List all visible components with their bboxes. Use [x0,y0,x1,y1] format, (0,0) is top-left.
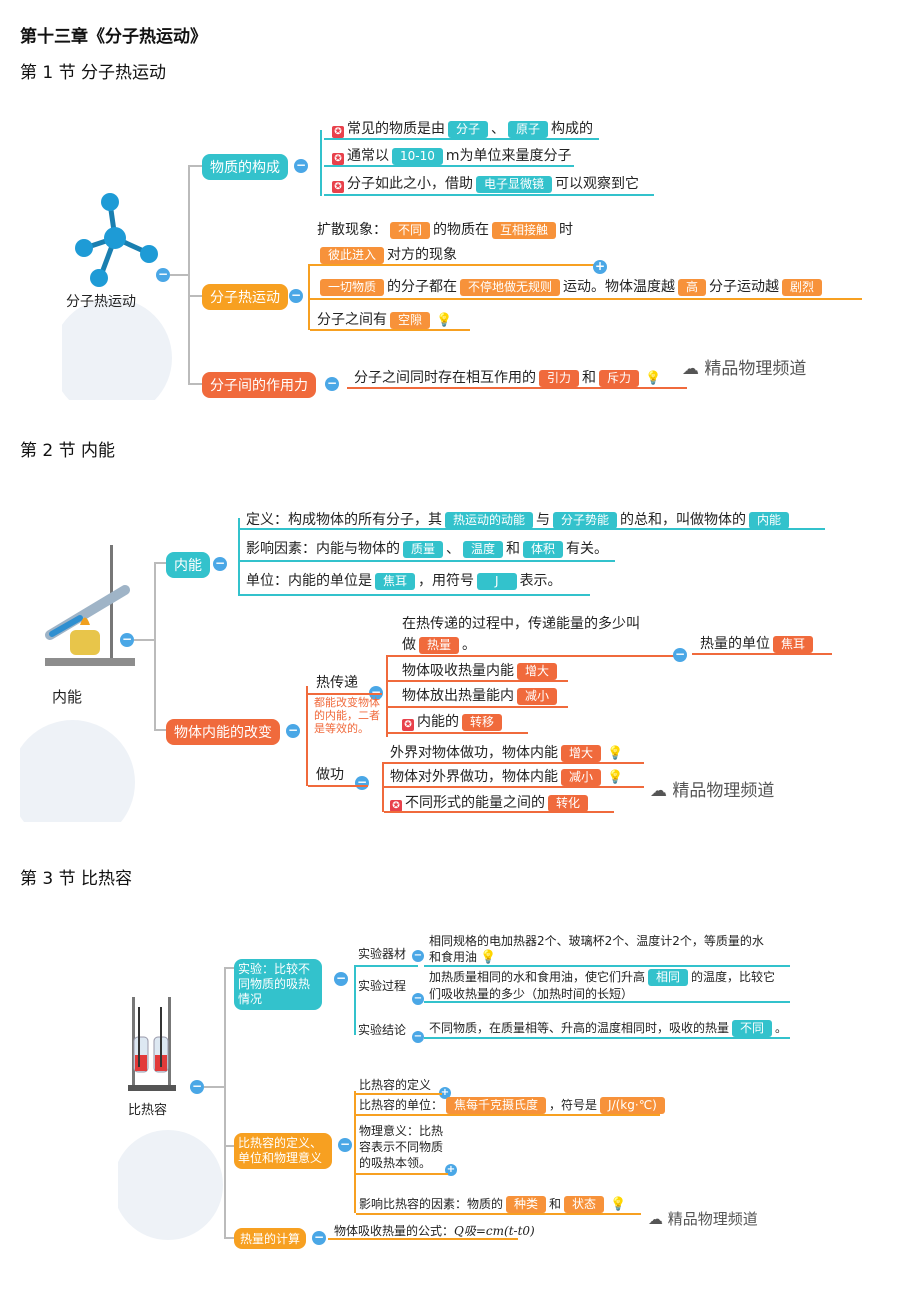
expand-icon[interactable]: + [593,259,607,274]
collapse-icon[interactable]: − [294,158,308,173]
line: 不同物质，在质量相等、升高的温度相同时，吸收的热量不同。 [429,1020,788,1037]
collapse-icon[interactable]: − [412,1031,424,1043]
line: 一切物质的分子都在不停地做无规则运动。物体温度越高分子运动越剧烈 [317,276,825,296]
section-3-heading: 第 3 节 比热容 [20,869,133,889]
wechat-icon: ☁ [682,359,705,379]
chapter-title: 第十三章《分子热运动》 [20,27,207,47]
watermark: ☁ 精品物理频道 [648,1210,758,1228]
collapse-icon[interactable]: − [120,632,134,647]
line: 和食用油💡 [429,950,497,965]
line: 物理意义：比热 [359,1124,444,1138]
bulb-icon: 💡 [607,746,624,761]
collapse-icon[interactable]: − [190,1079,204,1094]
node-experiment[interactable]: 实验：比较不同物质的吸热情况 [234,959,322,1010]
collapse-icon[interactable]: − [412,993,424,1005]
collapse-icon[interactable]: − [325,376,339,391]
line: 加热质量相同的水和食用油，使它们升高相同的温度，比较它 [429,969,776,986]
root-label: 分子热运动 [66,294,136,310]
line: 影响比热容的因素：物质的种类和状态💡 [359,1196,627,1213]
line: 容表示不同物质 [359,1140,444,1154]
line: ✪内能的转移 [402,711,505,731]
sub-work: 做功 [316,767,344,783]
molecule-icon [75,193,158,287]
line: 分子之间有空隙💡 [317,312,453,329]
collapse-icon[interactable]: − [286,723,300,738]
bulb-icon: 💡 [645,371,662,386]
root-label: 内能 [52,688,83,706]
formula: 物体吸收热量的公式：Q吸=cm(t-t0) [334,1224,535,1238]
root-label: 比热容 [128,1103,168,1118]
exp-item-name: 实验结论 [358,1023,407,1037]
line: 定义：构成物体的所有分子，其热运动的动能与分子势能的总和，叫做物体的内能 [246,509,792,529]
line: 物体放出热量能内减小 [402,685,560,705]
line: 比热容的定义 [359,1078,432,1092]
node-definition[interactable]: 比热容的定义、单位和物理意义 [234,1133,332,1169]
node-internal-energy[interactable]: 内能 [166,552,210,578]
line: 物体吸收热量内能增大 [402,660,560,680]
line: 相同规格的电加热器2个、玻璃杯2个、温度计2个，等质量的水 [429,934,764,948]
collapse-icon[interactable]: − [673,647,687,662]
line: 外界对物体做功，物体内能增大💡 [390,745,624,762]
node-heat-calculation[interactable]: 热量的计算 [234,1228,307,1249]
wechat-icon: ☁ [648,1210,668,1228]
exp-item-name: 实验过程 [358,979,407,993]
collapse-icon[interactable]: − [338,1137,352,1152]
equivalence-note: 都能改变物体的内能，二者是等效的。 [314,696,380,735]
collapse-icon[interactable]: − [213,556,227,571]
node-thermal-motion[interactable]: 分子热运动 [202,284,288,310]
robot-watermark [118,1130,223,1240]
line: 们吸收热量的多少（加热时间的长短） [429,987,634,1001]
watermark: ☁ 精品物理频道 [682,359,807,379]
node-matter-composition[interactable]: 物质的构成 [202,154,288,180]
exp-item-name: 实验器材 [358,947,407,961]
section-2-heading: 第 2 节 内能 [20,441,116,461]
node-energy-change[interactable]: 物体内能的改变 [166,719,280,745]
collapse-icon[interactable]: − [289,288,303,303]
mindmap-2: 内能 − 内能 − 定义：构成物体的所有分子，其热运动的动能与分子势能的总和，叫… [20,500,860,822]
collapse-icon[interactable]: − [156,267,170,282]
line: 物体对外界做功，物体内能减小💡 [390,769,624,786]
line: 的吸热本领。 [359,1156,432,1170]
line: 彼此进入对方的现象 [317,244,457,264]
expand-icon[interactable]: + [439,1087,451,1099]
apparatus-icon [128,997,176,1091]
sub-heat-transfer: 热传递 [316,675,358,691]
line: 影响因素：内能与物体的质量、温度和体积有关。 [246,541,609,558]
bulb-icon: 💡 [607,770,624,785]
line: 做热量。 [402,637,477,654]
section-1-heading: 第 1 节 分子热运动 [20,63,167,83]
collapse-icon[interactable]: − [412,950,424,962]
bulb-icon: 💡 [480,950,497,965]
robot-watermark [20,720,135,822]
line: ✪分子如此之小，借助电子显微镜可以观察到它 [332,173,639,193]
node-intermolecular-force[interactable]: 分子间的作用力 [202,372,316,398]
collapse-icon[interactable]: − [334,971,348,986]
mindmap-3: 比热容 − 实验：比较不同物质的吸热情况 − 实验器材 − 相同规格的电加热器2… [118,925,818,1255]
line: 在热传递的过程中，传递能量的多少叫 [402,616,640,632]
line: ✪不同形式的能量之间的转化 [390,792,591,812]
expand-icon[interactable]: + [445,1164,457,1176]
robot-watermark [62,298,172,400]
line: ✪常见的物质是由分子、原子构成的 [332,118,593,138]
line: 分子之间同时存在相互作用的引力和斥力💡 [354,370,662,387]
bulb-icon: 💡 [436,313,453,328]
watermark: ☁ 精品物理频道 [650,781,775,801]
collapse-icon[interactable]: − [312,1230,326,1245]
bulb-icon: 💡 [610,1197,627,1212]
line: 热量的单位焦耳 [700,633,816,653]
wechat-icon: ☁ [650,781,673,801]
alcohol-burner-icon [45,545,135,666]
line: 扩散现象：不同的物质在互相接触时 [317,222,574,239]
collapse-icon[interactable]: − [355,775,369,790]
